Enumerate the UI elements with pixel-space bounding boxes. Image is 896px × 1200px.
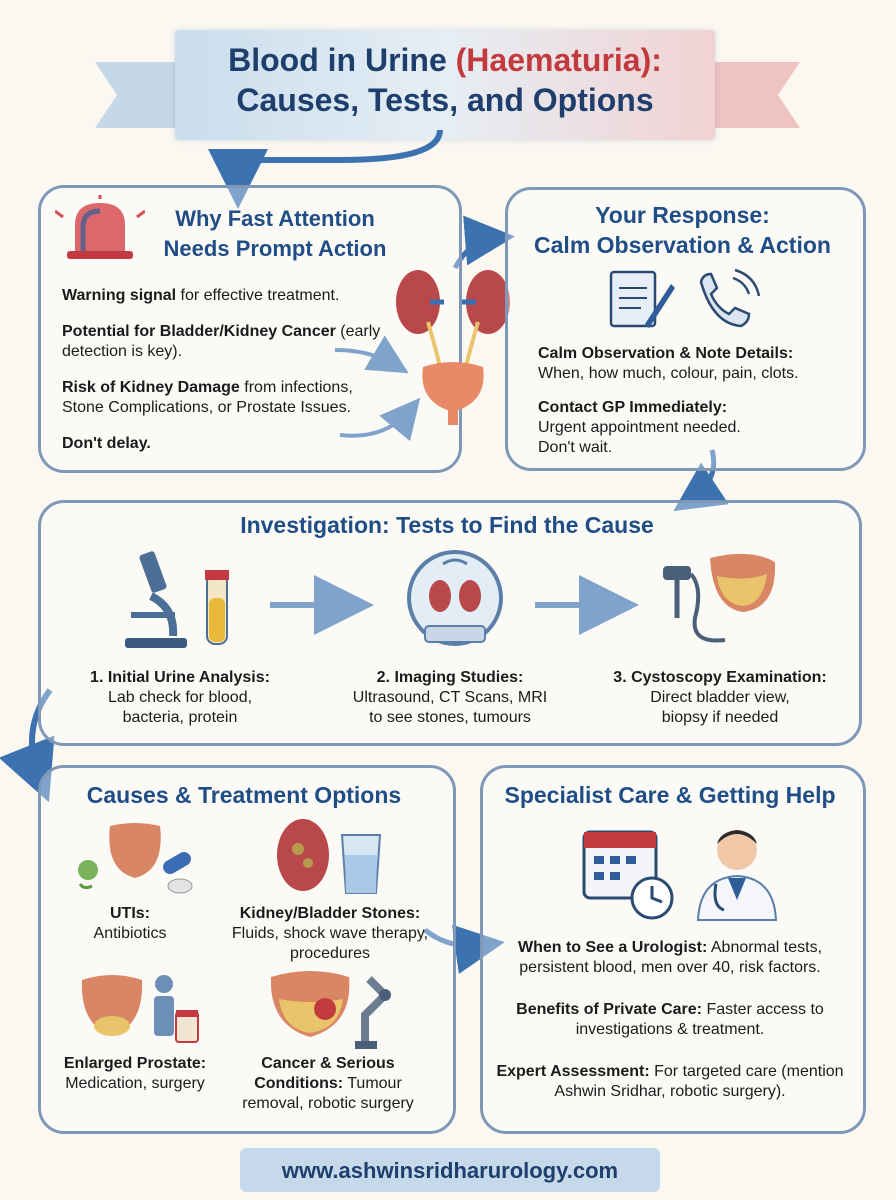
cause-item-1-text: Antibiotics [93,925,167,942]
calendar-clock-icon [582,830,674,920]
why-item-3-bold: Risk of Kidney Damage [62,379,240,396]
response-item-2: Contact GP Immediately: Urgent appointme… [538,398,778,458]
step-2-title: 2. Imaging Studies: [376,669,524,686]
step-3-line1: Direct bladder view, [650,689,790,706]
response-title: Your Response: Calm Observation & Action [505,200,860,260]
specialist-item-2-bold: Benefits of Private Care: [516,1001,702,1018]
why-title: Why Fast Attention Needs Prompt Action [145,204,405,264]
specialist-item-2: Benefits of Private Care: Faster access … [495,1000,845,1040]
title-banner [175,30,715,140]
arrow-why-to-response [452,215,515,270]
title-part1: Blood in Urine [228,42,456,78]
causes-panel [38,765,456,1134]
step-3-title: 3. Cystoscopy Examination: [613,669,827,686]
imaging-scanner-icon [407,550,503,646]
cause-item-1: UTIs: Antibiotics [60,904,200,944]
cause-item-4: Cancer & Serious Conditions: Tumour remo… [228,1054,428,1114]
investigation-title: Investigation: Tests to Find the Cause [240,512,654,538]
response-title-line2: Calm Observation & Action [534,232,831,258]
microscope-test-tube-icon [125,551,229,648]
prostate-person-medicine-icon [81,975,199,1043]
specialist-title: Specialist Care & Getting Help [504,782,836,808]
notepad-pen-icon [609,270,675,328]
response-item-1-text: When, how much, colour, pain, clots. [538,365,799,382]
arrow-into-organ-1 [334,335,409,374]
specialist-item-3: Expert Assessment: For targeted care (me… [490,1062,850,1102]
response-item-1: Calm Observation & Note Details: When, h… [538,344,858,384]
doctor-icon [696,830,778,921]
bladder-robotic-arm-icon [270,971,391,1049]
why-item-2-text: (early detection is key). [62,323,381,360]
step-1-line1: Lab check for blood, [107,689,253,706]
page-title: Blood in Urine (Haematuria): Causes, Tes… [175,40,715,120]
step-2-line2: to see stones, tumours [369,709,531,726]
cause-item-2: Kidney/Bladder Stones: Fluids, shock wav… [220,904,440,964]
specialist-item-2-text: Faster access to investigations & treatm… [575,1001,824,1038]
why-item-3-text: from infections, Stone Complications, or… [62,379,353,416]
investigation-step-2: 2. Imaging Studies: Ultrasound, CT Scans… [325,668,575,728]
specialist-item-1-text: Abnormal tests, persistent blood, men ov… [519,939,823,976]
response-item-1-bold: Calm Observation & Note Details: [538,345,794,362]
arrow-into-organ-2 [339,397,421,442]
why-title-line1: Why Fast Attention [175,206,375,231]
cause-item-1-bold: UTIs: [110,905,150,922]
cause-item-2-bold: Kidney/Bladder Stones: [239,905,421,922]
response-item-2-bold: Contact GP Immediately: [538,399,728,416]
why-item-1: Warning signal for effective treatment. [62,286,392,306]
why-item-4: Don't delay. [62,434,262,454]
footer-url[interactable]: www.ashwinsridharurology.com [281,1158,619,1183]
why-item-4-bold: Don't delay. [62,435,151,452]
response-title-line1: Your Response: [595,202,770,228]
specialist-item-3-bold: Expert Assessment: [496,1063,650,1080]
specialist-item-3-text: For targeted care (mention Ashwin Sridha… [554,1063,844,1100]
title-line2: Causes, Tests, and Options [236,82,654,118]
specialist-item-1-bold: When to See a Urologist: [517,939,708,956]
arrow-title-to-why [208,129,443,209]
arrow-investigation-to-causes [0,688,55,803]
cause-item-3-bold: Enlarged Prostate: [63,1055,207,1072]
why-item-1-bold: Warning signal [62,287,177,304]
why-item-3: Risk of Kidney Damage from infections, S… [62,378,382,418]
arrow-response-to-investigation [673,449,729,512]
cystoscope-icon [663,553,776,643]
why-item-2: Potential for Bladder/Kidney Cancer (ear… [62,322,382,362]
footer-url-background [240,1148,660,1192]
specialist-panel [480,765,866,1134]
uti-bladder-pills-icon [78,823,193,894]
cause-item-4-text: Tumour removal, robotic surgery [242,1075,414,1112]
step-3-line2: biopsy if needed [661,709,779,726]
step-1-line2: bacteria, protein [122,709,238,726]
cause-item-2-text: Fluids, shock wave therapy, procedures [231,925,429,962]
investigation-step-3: 3. Cystoscopy Examination: Direct bladde… [590,668,850,728]
why-item-1-text: for effective treatment. [176,287,340,304]
cause-item-4-bold: Cancer & Serious Conditions: [254,1055,395,1092]
response-item-2-text: Urgent appointment needed. Don't wait. [538,419,741,456]
why-title-line2: Needs Prompt Action [163,236,387,261]
phone-icon [699,268,761,328]
kidney-stone-water-icon [277,819,382,894]
alarm-bell-icon [55,195,145,259]
causes-title: Causes & Treatment Options [86,782,402,808]
kidneys-bladder-icon [396,270,510,425]
title-accent: (Haematuria): [455,42,662,78]
response-panel [505,187,866,471]
step-1-title: 1. Initial Urine Analysis: [90,669,270,686]
arrow-causes-to-specialist [423,924,505,974]
cause-item-3: Enlarged Prostate: Medication, surgery [50,1054,220,1094]
why-item-2-bold: Potential for Bladder/Kidney Cancer [62,323,336,340]
cause-item-3-text: Medication, surgery [65,1075,205,1092]
investigation-step-1: 1. Initial Urine Analysis: Lab check for… [60,668,300,728]
step-2-line1: Ultrasound, CT Scans, MRI [352,689,548,706]
specialist-item-1: When to See a Urologist: Abnormal tests,… [490,938,850,978]
